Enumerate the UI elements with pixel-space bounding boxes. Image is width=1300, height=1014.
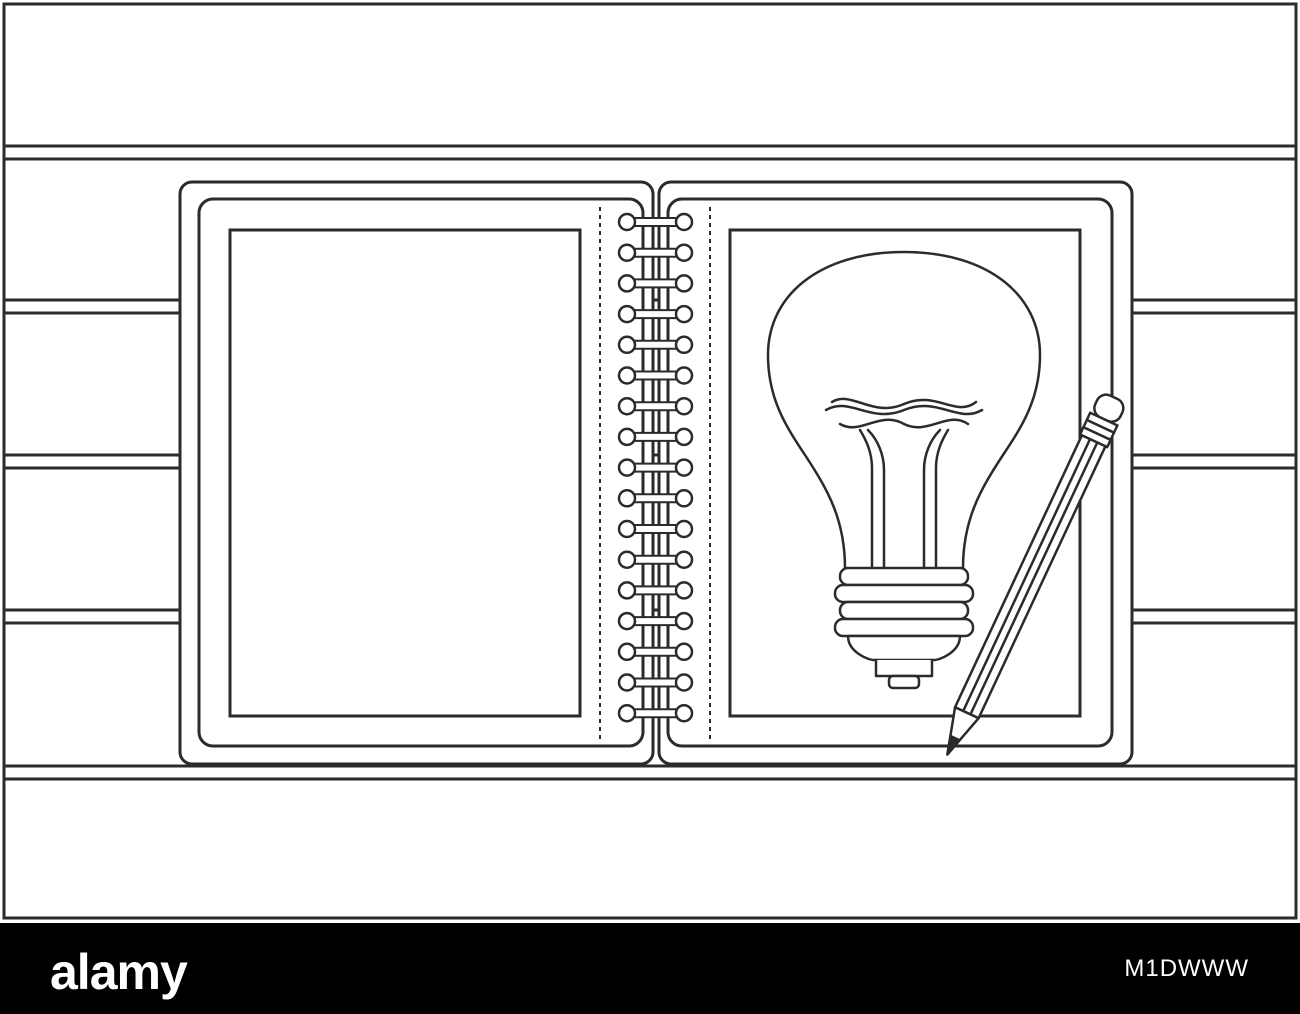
spiral-ring <box>617 458 694 477</box>
spiral-ring <box>617 550 694 569</box>
lightbulb-icon <box>766 250 1042 690</box>
spiral-binding <box>617 212 694 723</box>
spiral-ring <box>617 581 694 600</box>
spiral-ring <box>617 243 694 262</box>
watermark-bar <box>0 923 1300 1014</box>
spiral-ring <box>617 611 694 631</box>
spiral-ring <box>617 212 694 232</box>
spiral-ring <box>617 396 694 416</box>
pencil-icon <box>946 393 1125 756</box>
image-id-label: M1DWWW <box>1124 955 1249 982</box>
spiral-ring <box>617 642 694 662</box>
spiral-ring <box>617 366 694 385</box>
left-page-panel <box>228 228 582 718</box>
spiral-ring <box>617 304 694 324</box>
spiral-ring <box>617 489 694 508</box>
spiral-ring <box>617 519 694 539</box>
spiral-ring <box>617 673 694 692</box>
spiral-ring <box>617 427 694 447</box>
spiral-ring <box>617 274 694 293</box>
brand-logo: alamy <box>50 944 188 1000</box>
spiral-ring <box>617 335 694 355</box>
spiral-ring <box>617 703 694 723</box>
